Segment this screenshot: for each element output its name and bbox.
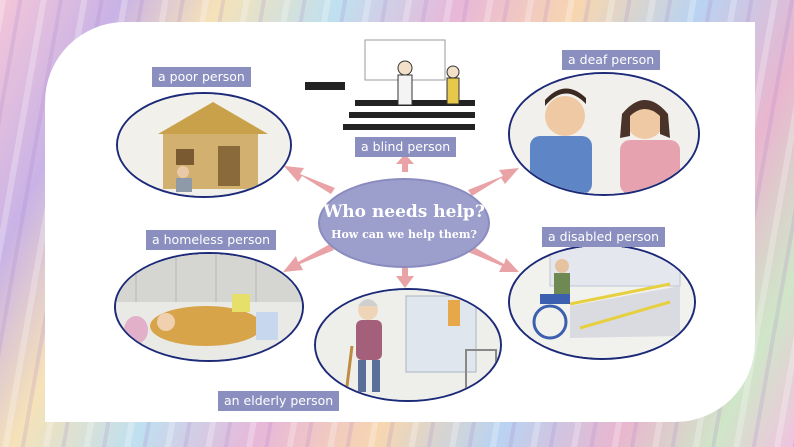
label-deaf-person: a deaf person	[562, 50, 661, 70]
arrow-down	[396, 268, 414, 288]
center-question: Who needs help? How can we help them?	[318, 178, 490, 268]
wheelchair-ramp-illustration	[510, 246, 694, 358]
label-disabled-person: a disabled person	[542, 227, 666, 247]
label-poor-person: a poor person	[152, 67, 251, 87]
arrow-up-right	[468, 168, 519, 196]
poor-person-picture	[116, 92, 292, 198]
elderly-illustration	[316, 290, 500, 400]
center-title: Who needs help?	[323, 202, 485, 222]
center-subtitle: How can we help them?	[331, 228, 477, 241]
crosswalk-illustration	[305, 39, 475, 130]
disabled-person-picture	[508, 244, 696, 360]
hut-illustration	[118, 94, 290, 196]
arrow-down-left	[283, 244, 334, 272]
arrow-up-left	[284, 166, 335, 194]
arrow-down-right	[468, 246, 519, 272]
deaf-couple-illustration	[510, 74, 698, 194]
homeless-illustration	[116, 254, 302, 360]
label-elderly-person: an elderly person	[218, 391, 340, 411]
deaf-person-picture	[508, 72, 700, 196]
label-blind-person: a blind person	[355, 137, 457, 157]
blind-person-picture	[305, 38, 485, 138]
elderly-person-picture	[314, 288, 502, 402]
label-homeless-person: a homeless person	[146, 230, 277, 250]
arrow-up	[396, 154, 414, 172]
homeless-person-picture	[114, 252, 304, 362]
